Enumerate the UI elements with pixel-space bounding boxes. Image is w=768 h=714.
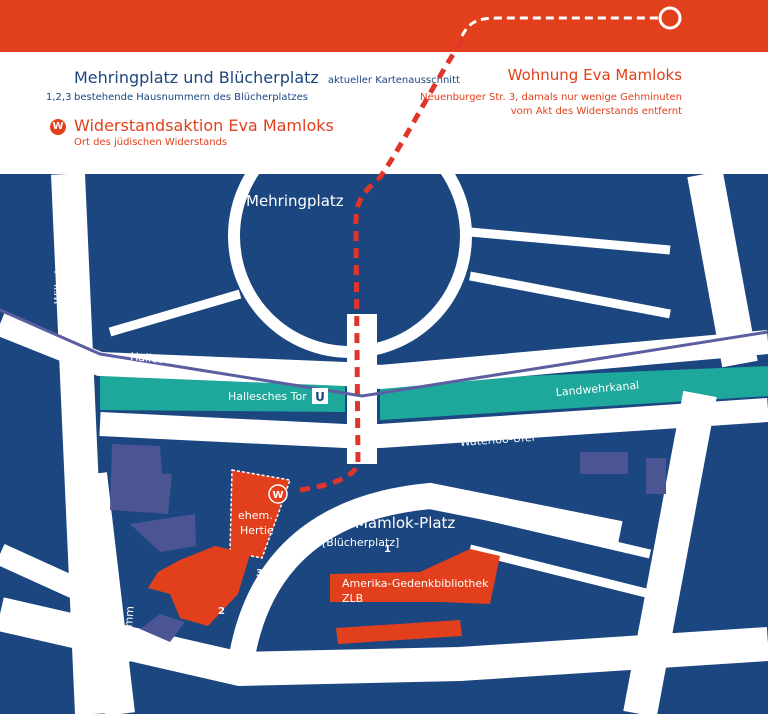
top-band bbox=[0, 0, 768, 52]
legend-resistance-desc: Ort des jüdischen Widerstands bbox=[74, 137, 228, 148]
building-west-2 bbox=[130, 514, 196, 552]
top-route bbox=[375, 6, 682, 180]
mehringplatz-ring bbox=[228, 174, 472, 358]
w-marker-icon: W bbox=[50, 119, 66, 135]
legend: Mehringplatz und Blücherplatz aktueller … bbox=[0, 52, 768, 174]
house-number-1: 1 bbox=[384, 544, 391, 555]
wilhelmstrasse-label: Wilhelmstraße bbox=[52, 225, 65, 304]
waterloo-ufer-label: Waterloo-Ufer bbox=[459, 431, 537, 449]
building-west bbox=[110, 444, 172, 514]
bluecherplatz-label: [Blücherplatz] bbox=[322, 536, 399, 549]
hallesches-ufer-street bbox=[0, 312, 768, 390]
building-east-2 bbox=[646, 458, 666, 494]
lane-south-2 bbox=[468, 544, 652, 599]
ubahn-icon bbox=[312, 388, 328, 404]
legend-numbers-key: 1,2,3 bbox=[46, 92, 72, 103]
w-marker-map-letter: W bbox=[272, 490, 283, 501]
legend-resistance-title: Widerstandsaktion Eva Mamloks bbox=[74, 116, 334, 135]
bluecherplatz-building bbox=[148, 546, 250, 626]
lane-south-1 bbox=[468, 507, 652, 559]
hallesches-tor-label: Hallesches Tor bbox=[228, 390, 307, 403]
w-marker-map-icon bbox=[268, 484, 288, 504]
lindenstrasse-street bbox=[687, 174, 758, 368]
hertie-label: Hertie bbox=[240, 524, 274, 537]
lane-east-2 bbox=[469, 271, 671, 319]
street-network bbox=[0, 174, 768, 714]
mehringplatz-label: Mehringplatz bbox=[246, 192, 344, 210]
lane-east-1 bbox=[469, 227, 671, 255]
ubahn-letter: U bbox=[315, 390, 325, 404]
agb-label-2: ZLB bbox=[342, 592, 363, 605]
legend-home-desc-2: vom Akt des Widerstands entfernt bbox=[510, 106, 682, 117]
agb-label-1: Amerika-Gedenkbibliothek bbox=[342, 577, 489, 590]
house-number-3: 3 bbox=[256, 568, 263, 579]
eva-mamlok-platz-label: Eva-Mamlok-Platz bbox=[322, 514, 455, 532]
lane-west bbox=[108, 289, 242, 337]
agb-building bbox=[330, 549, 500, 604]
map: W U Mehringplatz Wilhelmstraße Lindenstr… bbox=[0, 174, 768, 714]
building-east bbox=[580, 452, 628, 474]
obentrautstr-street bbox=[0, 543, 115, 615]
legend-home-title: Wohnung Eva Mamloks bbox=[507, 66, 682, 84]
home-marker-icon bbox=[658, 6, 682, 30]
house-number-2: 2 bbox=[218, 606, 225, 617]
mehringdamm-label: Mehringdamm bbox=[118, 606, 137, 687]
route-path-top bbox=[460, 16, 660, 37]
legend-numbers-desc: bestehende Hausnummern des Blücherplatze… bbox=[74, 92, 308, 103]
agb-annex bbox=[336, 620, 462, 644]
eva-mamlok-platz-street bbox=[227, 482, 623, 671]
legend-home-desc-1: Neuenburger Str. 3, damals nur wenige Ge… bbox=[420, 92, 682, 103]
ehem-label: ehem. bbox=[238, 509, 273, 522]
route-path-legend bbox=[375, 38, 465, 180]
building-south-west bbox=[140, 614, 185, 642]
ubahn-line bbox=[0, 308, 768, 398]
buildings bbox=[110, 444, 666, 642]
legend-title: Mehringplatz und Blücherplatz aktueller … bbox=[74, 68, 460, 87]
